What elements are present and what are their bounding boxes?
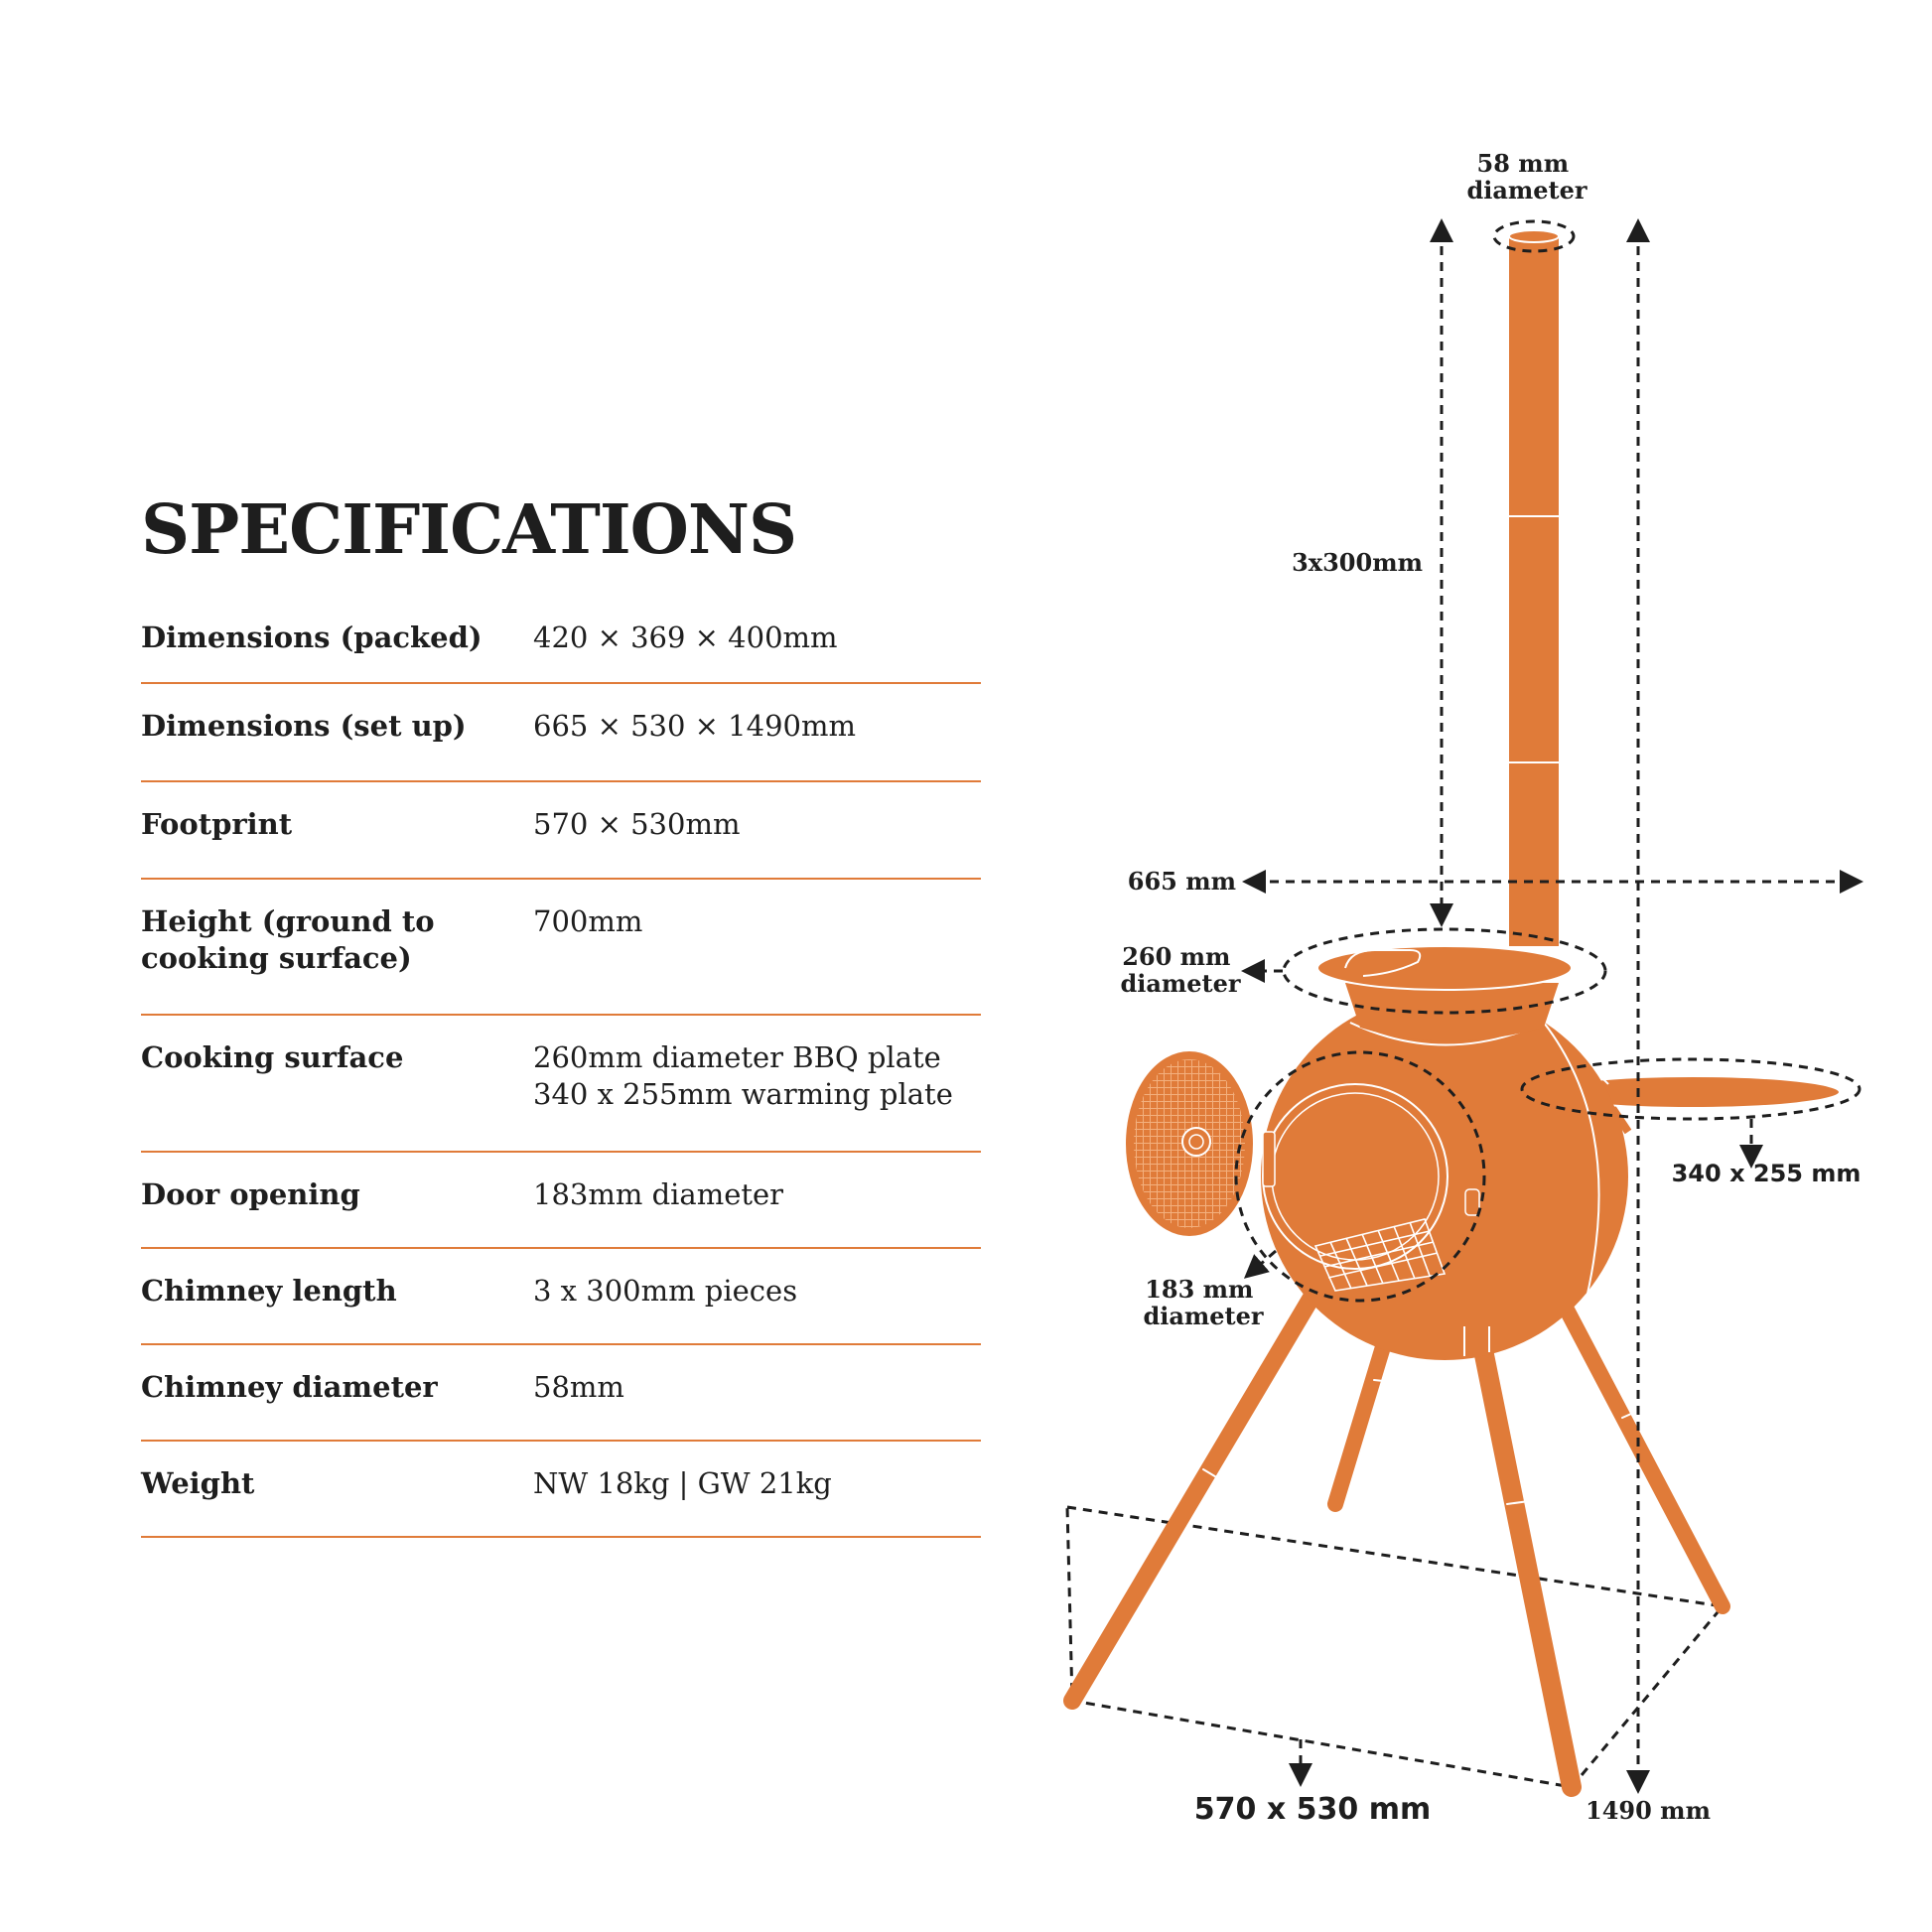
spec-row: Dimensions (packed) 420 × 369 × 400mm [141,596,981,684]
leg-front-left [1063,1282,1324,1710]
door-diameter-value: 183 mm [1145,1275,1253,1304]
spec-value: 700mm [533,904,643,938]
spec-row: Weight NW 18kg | GW 21kg [141,1442,981,1538]
chimney [1508,229,1560,946]
spec-row: Footprint 570 × 530mm [141,782,981,880]
stove-door [1124,1049,1255,1238]
spec-label: Chimney diameter [141,1370,438,1404]
door-opening-indicator [1234,1050,1486,1303]
stove-body [1261,945,1628,1360]
spec-row: Chimney length 3 x 300mm pieces [141,1249,981,1345]
spec-label: Dimensions (packed) [141,621,483,654]
chimney-diameter-indicator [1492,219,1576,253]
chimney-diameter-unit: diameter [1466,176,1587,205]
spec-value: 3 x 300mm pieces [533,1274,798,1308]
spec-row: Dimensions (set up) 665 × 530 × 1490mm [141,684,981,782]
chimney-sections-label: 3x300mm [1292,548,1423,577]
height-label: 1490 mm [1586,1796,1711,1825]
door-opening-arrow [1243,1249,1277,1279]
spec-label: Height (ground to cooking surface) [141,904,435,975]
spec-value: 58mm [533,1370,624,1404]
plate-diameter-value: 260 mm [1122,942,1230,971]
spec-value: 420 × 369 × 400mm [533,621,838,654]
spec-row: Door opening 183mm diameter [141,1153,981,1249]
spec-label: Chimney length [141,1274,397,1308]
spec-row: Cooking surface 260mm diameter BBQ plate… [141,1016,981,1153]
door-diameter-unit: diameter [1143,1302,1263,1330]
width-label: 665 mm [1128,867,1236,896]
spec-value: 260mm diameter BBQ plate 340 x 255mm war… [533,1040,953,1111]
spec-value: 570 × 530mm [533,807,741,841]
spec-label: Footprint [141,807,293,841]
chimney-diameter-label: 58 mm diameter [1466,149,1587,205]
spec-label: Door opening [141,1177,360,1211]
footprint-label: 570 x 530 mm [1194,1792,1431,1827]
warming-plate-label: 340 x 255 mm [1672,1160,1862,1187]
leg-back-left [1327,1332,1393,1512]
spec-label: Cooking surface [141,1040,404,1074]
door-diameter-label: 183 mm diameter [1143,1275,1263,1330]
spec-row: Chimney diameter 58mm [141,1345,981,1442]
spec-value: 183mm diameter [533,1177,784,1211]
plate-diameter-unit: diameter [1120,969,1240,998]
warming-plate-indicator [1520,1057,1862,1121]
leg-front-right [1469,1320,1582,1797]
plate-diameter-label: 260 mm diameter [1120,942,1240,998]
stove-legs [1063,1282,1730,1797]
spec-value: NW 18kg | GW 21kg [533,1466,832,1500]
spec-row: Height (ground to cooking surface) 700mm [141,880,981,1016]
spec-value: 665 × 530 × 1490mm [533,709,856,743]
page-title: SPECIFICATIONS [141,490,797,570]
specifications-table: Dimensions (packed) 420 × 369 × 400mm Di… [141,596,981,1538]
chimney-diameter-value: 58 mm [1477,149,1570,178]
spec-label: Dimensions (set up) [141,709,467,743]
leg-back-right [1549,1283,1730,1614]
spec-label: Weight [141,1466,255,1500]
plate-diameter-indicator [1282,927,1607,1015]
